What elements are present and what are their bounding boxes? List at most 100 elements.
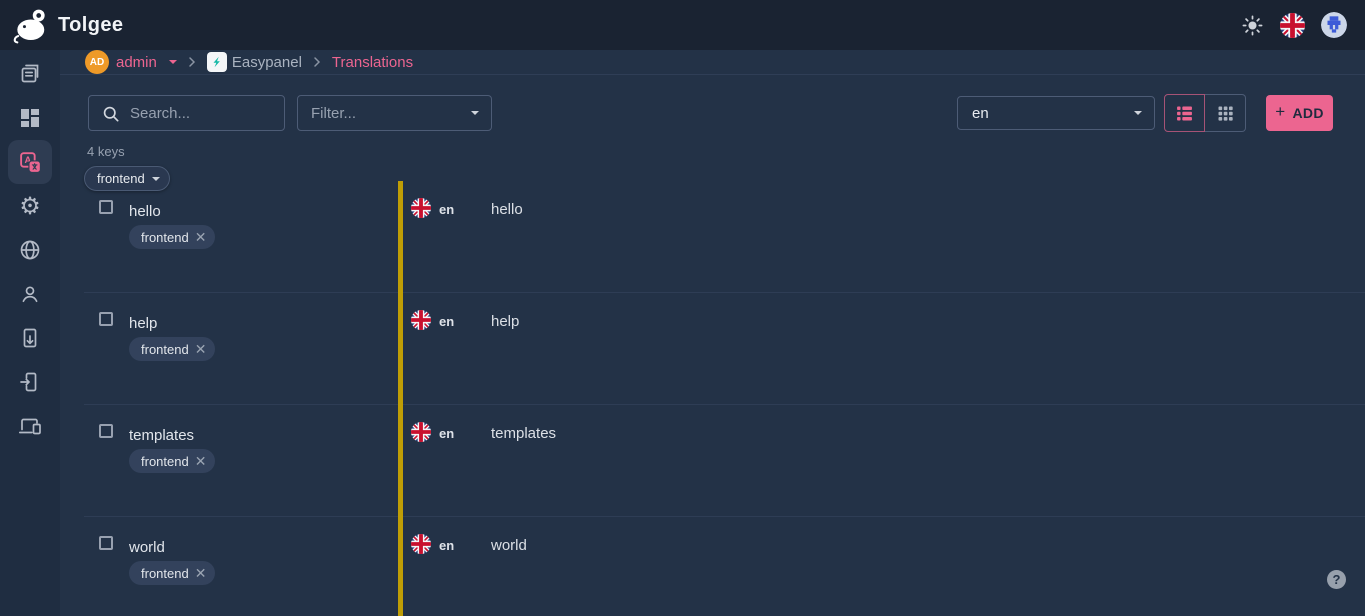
language-code: en <box>439 426 455 441</box>
key-tag-label: frontend <box>141 453 189 469</box>
plus-icon: + <box>1275 102 1286 121</box>
sidebar-item-languages[interactable] <box>0 228 60 272</box>
breadcrumb: AD admin Easypanel Translations <box>60 50 1365 75</box>
sidebar-item-dashboard[interactable] <box>0 96 60 140</box>
breadcrumb-user[interactable]: admin <box>116 54 177 71</box>
toolbar: Filter... en <box>60 94 1365 132</box>
breadcrumb-page[interactable]: Translations <box>332 54 413 71</box>
easypanel-logo-icon <box>206 52 227 72</box>
language-select[interactable]: en <box>957 96 1155 130</box>
column-resize-divider[interactable] <box>398 181 403 616</box>
sidebar-item-integrate[interactable] <box>0 404 60 448</box>
uk-flag-icon <box>411 310 431 330</box>
sidebar-item-import[interactable] <box>0 360 60 404</box>
search-input[interactable] <box>89 104 284 122</box>
main-layout: A ⚙ <box>0 50 1365 616</box>
language-code: en <box>439 202 455 217</box>
key-tag[interactable]: frontend ✕ <box>129 225 216 249</box>
filter-placeholder: Filter... <box>311 104 357 122</box>
translation-text: hello <box>491 201 523 218</box>
key-cell[interactable]: world frontend ✕ <box>84 517 403 616</box>
uk-flag-icon[interactable] <box>1280 12 1305 38</box>
breadcrumb-page-label: Translations <box>331 53 414 71</box>
key-tag[interactable]: frontend ✕ <box>129 449 216 473</box>
key-cell[interactable]: help frontend ✕ <box>84 293 403 404</box>
content-area: AD admin Easypanel Translations <box>60 50 1365 616</box>
translation-cell[interactable]: en templates <box>403 405 1365 516</box>
translation-text: templates <box>491 425 557 442</box>
gear-icon: ⚙ <box>19 192 41 220</box>
table-row: templates frontend ✕ en templates <box>84 405 1365 517</box>
translation-text: help <box>491 313 520 330</box>
top-bar: Tolgee <box>0 0 1365 50</box>
keys-count: 4 keys <box>87 144 125 159</box>
sidebar: A ⚙ <box>0 50 60 616</box>
remove-tag-icon[interactable]: ✕ <box>194 340 207 357</box>
remove-tag-icon[interactable]: ✕ <box>194 452 207 469</box>
sidebar-item-members[interactable] <box>0 272 60 316</box>
remove-tag-icon[interactable]: ✕ <box>194 228 207 245</box>
breadcrumb-project[interactable]: Easypanel <box>206 52 302 72</box>
search-field <box>88 95 285 131</box>
sidebar-item-translations[interactable]: A <box>0 140 60 184</box>
globe-icon <box>8 228 52 272</box>
translation-cell[interactable]: en world <box>403 517 1365 616</box>
row-checkbox[interactable] <box>99 200 113 214</box>
grid-view-icon <box>1218 106 1233 121</box>
language-code: en <box>439 314 455 329</box>
sidebar-item-projects[interactable] <box>0 52 60 96</box>
grid-view-button[interactable] <box>1205 94 1246 132</box>
dashboard-icon <box>8 96 52 140</box>
search-icon <box>103 106 119 122</box>
translation-text: world <box>491 537 527 554</box>
namespace-chip-label: frontend <box>97 171 145 186</box>
translation-cell[interactable]: en hello <box>403 181 1365 292</box>
uk-flag-icon <box>411 534 431 554</box>
key-tag-label: frontend <box>141 341 189 357</box>
person-icon <box>8 272 52 316</box>
translate-icon: A <box>8 140 52 184</box>
chevron-right-icon <box>189 57 195 67</box>
key-name: world <box>129 539 165 556</box>
help-button[interactable]: ? <box>1327 570 1346 589</box>
filter-select[interactable]: Filter... <box>297 95 492 131</box>
key-cell[interactable]: hello frontend ✕ <box>84 181 403 292</box>
language-select-value: en <box>972 104 989 122</box>
add-key-button[interactable]: + ADD <box>1266 95 1333 131</box>
row-checkbox[interactable] <box>99 312 113 326</box>
list-view-button[interactable] <box>1164 94 1205 132</box>
key-name: hello <box>129 203 161 220</box>
key-tag-label: frontend <box>141 229 189 245</box>
table-row: world frontend ✕ en world <box>84 517 1365 616</box>
sidebar-item-export[interactable] <box>0 316 60 360</box>
user-initials-avatar[interactable]: AD <box>85 50 109 74</box>
devices-icon <box>8 404 52 448</box>
key-name: help <box>129 315 158 332</box>
theme-toggle-sun-icon[interactable] <box>1241 14 1264 37</box>
chevron-right-icon <box>314 57 320 67</box>
topbar-actions <box>1241 12 1347 38</box>
user-avatar[interactable] <box>1321 12 1347 38</box>
key-tag[interactable]: frontend ✕ <box>129 337 216 361</box>
list-view-icon <box>1177 106 1192 120</box>
tolgee-mouse-icon[interactable] <box>10 5 50 45</box>
sidebar-item-settings[interactable]: ⚙ <box>0 184 60 228</box>
translation-cell[interactable]: en help <box>403 293 1365 404</box>
import-icon <box>8 360 52 404</box>
uk-flag-icon <box>411 198 431 218</box>
key-tag[interactable]: frontend ✕ <box>129 561 216 585</box>
key-tag-label: frontend <box>141 565 189 581</box>
chevron-down-icon <box>151 176 160 181</box>
remove-tag-icon[interactable]: ✕ <box>194 564 207 581</box>
breadcrumb-project-label: Easypanel <box>231 53 302 71</box>
export-icon <box>8 316 52 360</box>
translations-table: frontend hello frontend ✕ <box>84 166 1365 616</box>
language-code: en <box>439 538 455 553</box>
view-toggle-group <box>1164 94 1246 132</box>
key-name: templates <box>129 427 195 444</box>
namespace-chip[interactable]: frontend <box>84 166 170 191</box>
projects-icon <box>8 52 52 96</box>
row-checkbox[interactable] <box>99 424 113 438</box>
key-cell[interactable]: templates frontend ✕ <box>84 405 403 516</box>
row-checkbox[interactable] <box>99 536 113 550</box>
